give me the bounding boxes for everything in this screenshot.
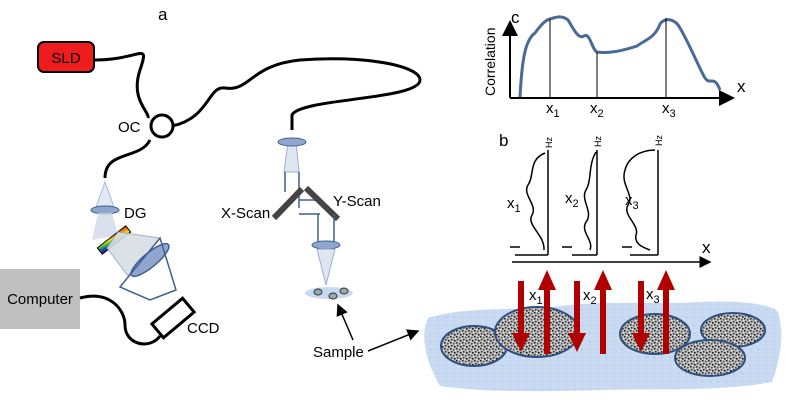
arrow-label-x1: x1 [529, 287, 543, 307]
sample-pointer-arrow [336, 303, 354, 341]
trace-x1-curve [525, 152, 546, 251]
correlation-curve [518, 15, 722, 98]
y-scan-label: Y-Scan [333, 193, 381, 210]
beam-to-grating [92, 213, 118, 240]
computer-cable [79, 294, 162, 346]
trace-x3-hz: Hz [654, 135, 664, 146]
arrow-x1-down-head [512, 333, 530, 352]
panel-label-b: b [499, 131, 508, 150]
panel-label-c: c [511, 8, 520, 27]
optical-coupler: OC [118, 113, 175, 139]
arrow-x1-down-shaft [518, 281, 524, 335]
focused-beam [316, 248, 336, 286]
arrow-pair-x2 [568, 270, 612, 354]
oc-label: OC [118, 119, 141, 136]
arrow-pair-x3 [632, 270, 675, 354]
sld-box [37, 41, 95, 73]
sample-collimator-lens [277, 137, 307, 147]
sample-miniature: Sample [305, 287, 420, 361]
arrow-label-x2: x2 [583, 287, 597, 307]
fiber-oc-dg [103, 139, 152, 179]
plot-c-ylabel: Correlation [482, 28, 498, 96]
beam-edges-2 [317, 214, 335, 245]
trace-x2-hz: Hz [593, 136, 603, 147]
arrow-x3-up-head [657, 270, 675, 290]
focus-rays [118, 236, 177, 301]
sample-beam-upper [283, 141, 300, 173]
trace-x2-curve [583, 151, 597, 251]
arrow-x1-up-head [538, 270, 556, 290]
sld-source: SLD [37, 41, 95, 73]
plot-c-marker-x2: x2 [590, 100, 604, 120]
computer-label: Computer [7, 291, 73, 308]
oc-ring [149, 113, 175, 139]
x-scan-mirror [271, 186, 305, 221]
sample-cell-3 [339, 287, 349, 295]
dispersed-beam [106, 231, 161, 277]
ccd-label: CCD [187, 320, 220, 337]
dg-label: DG [124, 205, 147, 222]
x-scan-label: X-Scan [221, 205, 270, 222]
spectrometer: DG [90, 180, 177, 301]
plot-b-xlabel: x [702, 238, 711, 257]
arrow-x2-down-head [568, 333, 586, 352]
arrow-x1-up-shaft [544, 288, 550, 354]
plot-c: Correlation x x1 x2 x3 [482, 15, 746, 120]
fiber-sld-oc [94, 52, 150, 119]
arrow-x2-up-shaft [600, 288, 606, 354]
arrow-label-x3: x3 [646, 286, 660, 306]
scan-head: X-Scan Y-Scan [221, 137, 381, 286]
trace-x1-label: x1 [507, 195, 521, 215]
optical-fibers [94, 52, 422, 179]
arrow-x3-down-head [632, 333, 650, 352]
arrow-x2-down-shaft [574, 281, 580, 335]
sld-label: SLD [51, 50, 80, 67]
arrow-pair-x1 [512, 270, 556, 354]
computer-box [0, 269, 80, 329]
plot-c-xlabel: x [737, 77, 746, 96]
arrow-x2-up-head [594, 270, 612, 290]
plot-b: x x1 Hz x2 Hz x3 Hz [507, 135, 712, 268]
sample-label: Sample [313, 344, 364, 361]
y-scan-mirror [303, 185, 341, 222]
trace-x2-label: x2 [565, 190, 579, 210]
sample-cell-2 [328, 292, 338, 300]
panel-label-a: a [158, 5, 168, 24]
trace-x3-label: x3 [625, 192, 639, 212]
zoom-arrow [367, 329, 420, 352]
arrow-x3-up-shaft [663, 288, 669, 354]
computer: Computer [0, 269, 162, 346]
objective-lens [311, 240, 341, 250]
trace-x3-curve [623, 149, 656, 251]
cell-2 [494, 306, 580, 358]
plot-c-marker-x1: x1 [546, 100, 560, 120]
ccd-camera: CCD [149, 296, 220, 340]
fiber-oc-sample [171, 57, 422, 130]
plot-c-marker-x3: x3 [662, 100, 676, 120]
scan-arrows [512, 270, 675, 354]
ccd-box [149, 296, 197, 340]
tissue-sample [424, 301, 782, 392]
sample-cell-1 [313, 288, 323, 296]
beam-to-lens [95, 180, 115, 208]
collimator-lens [90, 205, 120, 215]
cell-5 [674, 339, 746, 377]
arrow-x3-down-shaft [638, 281, 644, 335]
trace-x1-hz: Hz [544, 137, 554, 148]
